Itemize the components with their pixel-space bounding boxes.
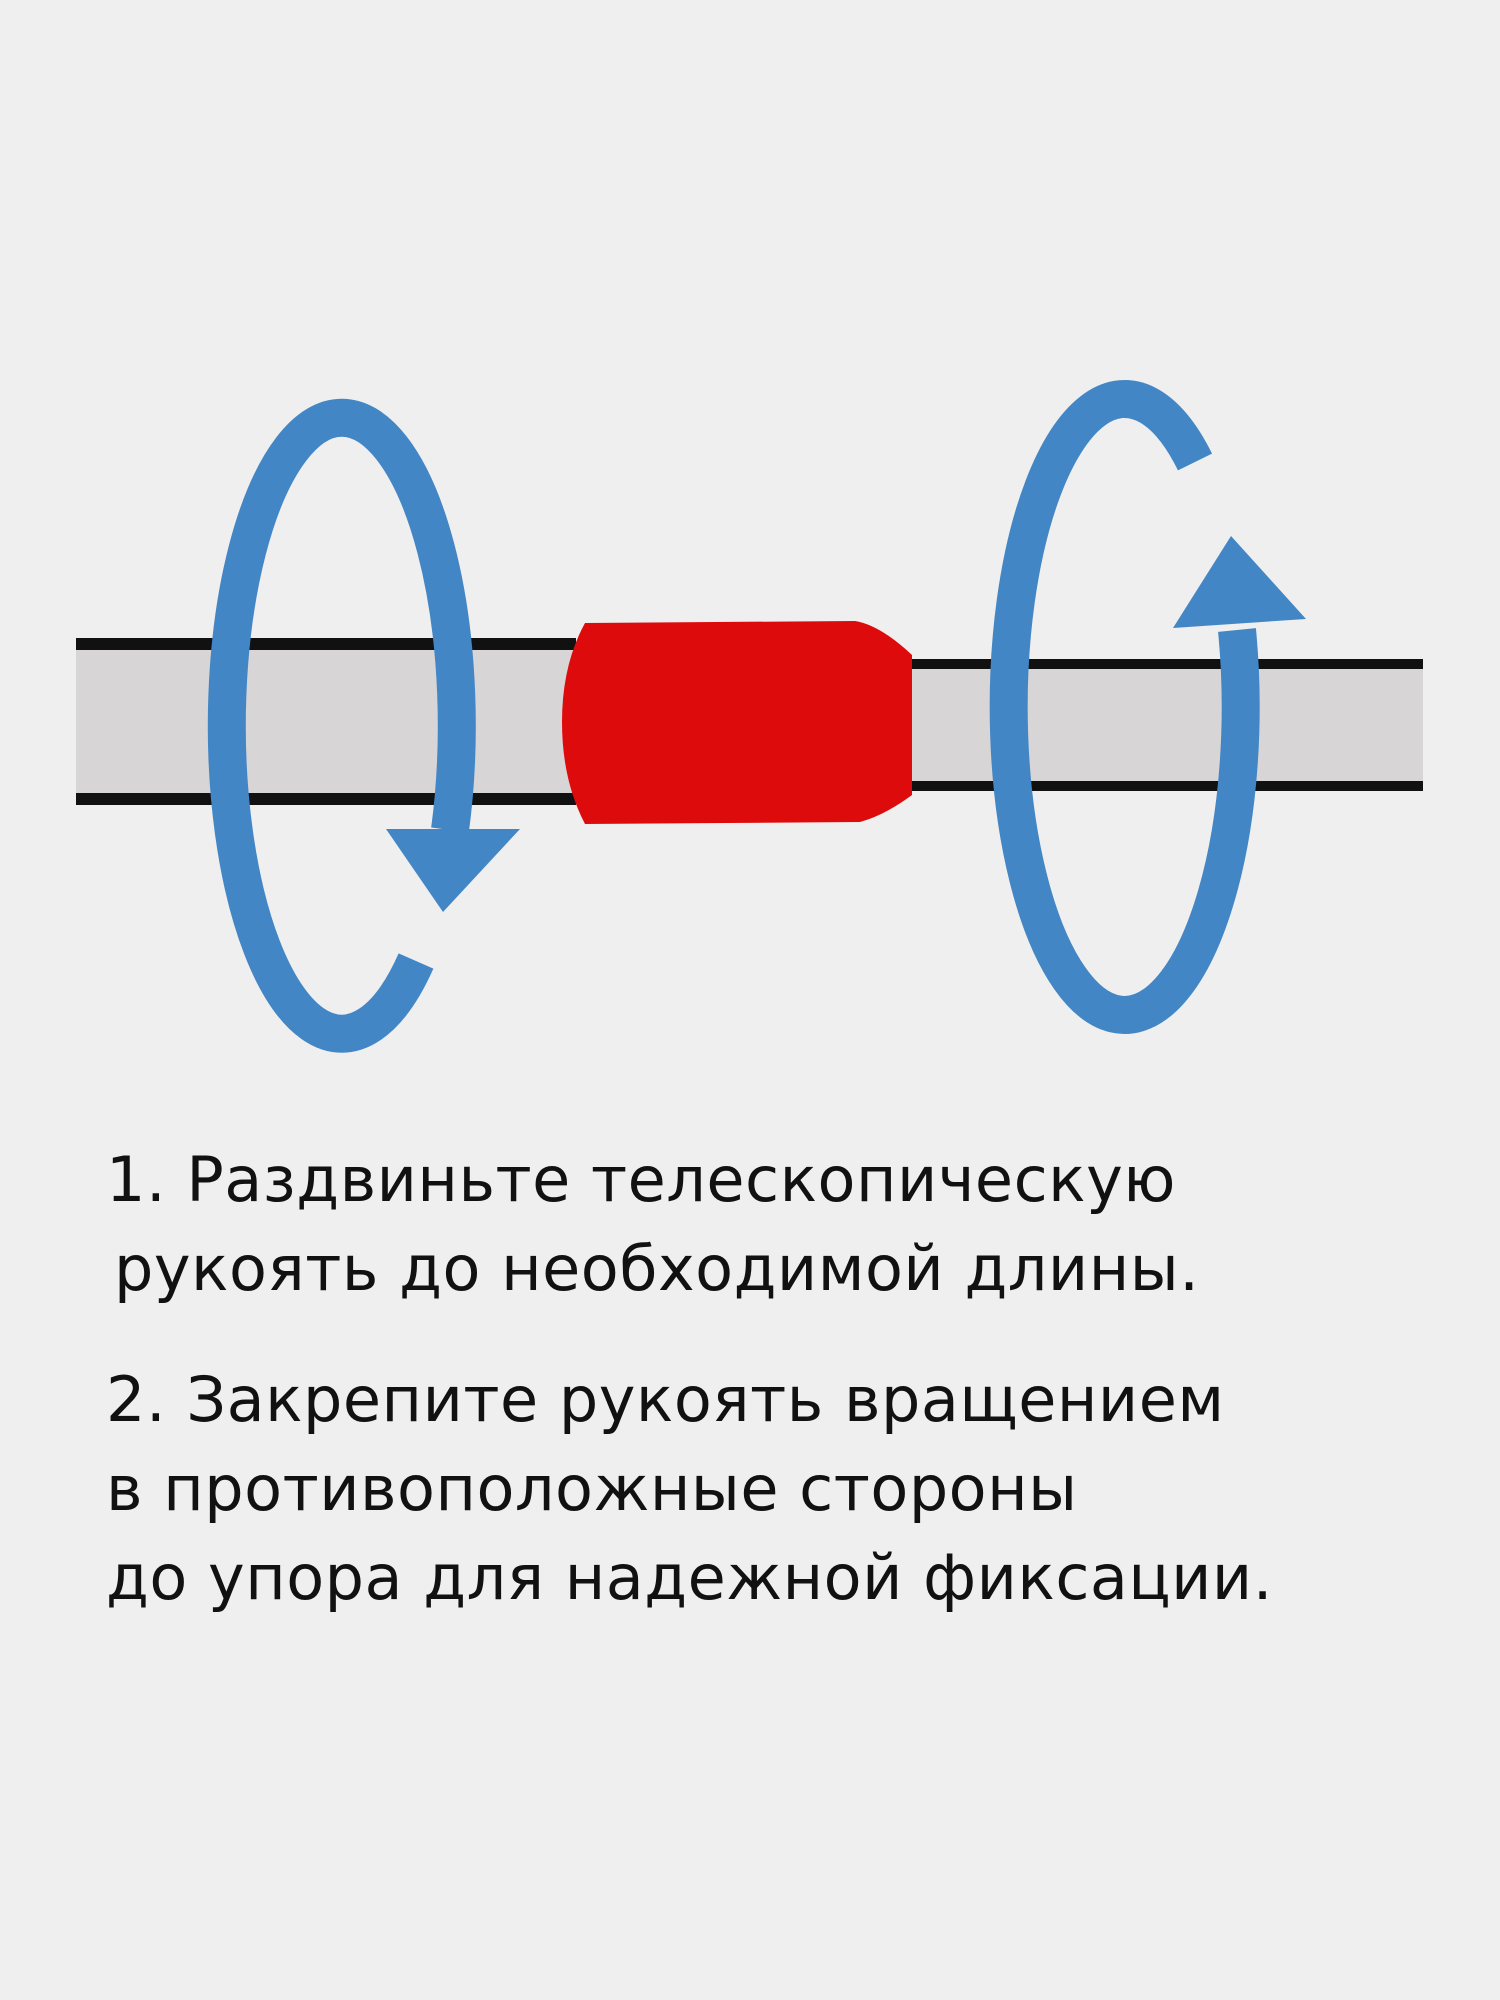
step2-line: в противоположные стороны — [106, 1452, 1078, 1525]
step1-line: 1. Раздвиньте телескопическую — [106, 1143, 1176, 1216]
step2-line: 2. Закрепите рукоять вращением — [106, 1363, 1225, 1436]
step1-line: рукоять до необходимой длины. — [114, 1232, 1200, 1305]
step2-line: до упора для надежной фиксации. — [106, 1541, 1273, 1614]
instruction-step-1: 1. Раздвиньте телескопическую рукоять до… — [106, 1135, 1199, 1313]
instruction-step-2: 2. Закрепите рукоять вращением в противо… — [106, 1355, 1273, 1622]
telescopic-handle-diagram — [76, 379, 1423, 1053]
right-tube-section — [900, 659, 1423, 791]
left-tube-section — [76, 638, 576, 805]
rotate-counterclockwise-arrow-icon — [989, 379, 1306, 1034]
rotate-clockwise-arrow-icon — [207, 398, 520, 1053]
red-connector — [562, 621, 912, 824]
